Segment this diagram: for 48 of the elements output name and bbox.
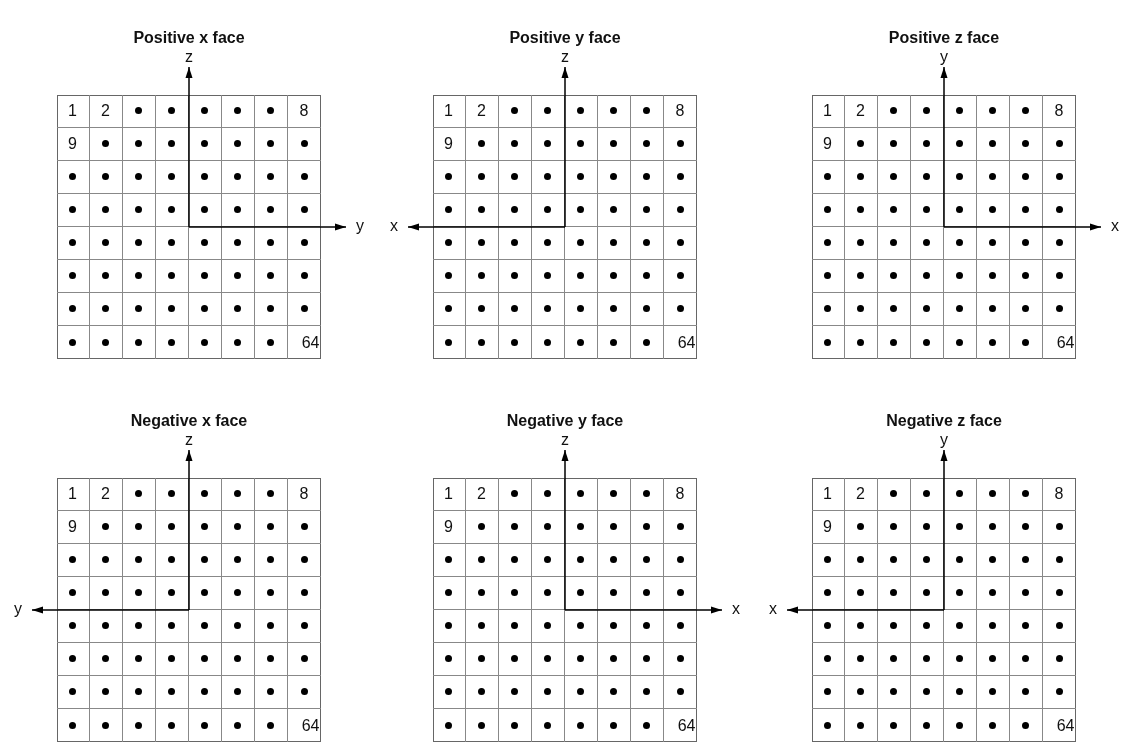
cell-number: 8: [299, 102, 309, 119]
panel-title: Negative x face: [130, 411, 248, 431]
cell-number: 2: [101, 102, 110, 119]
axis-label: x: [1111, 217, 1119, 234]
cell-number: 9: [823, 135, 832, 152]
axis-label: x: [390, 217, 398, 234]
cell-number: 1: [68, 102, 77, 119]
cell-number: 9: [823, 518, 832, 535]
cell-number: 8: [675, 485, 685, 502]
cell-number: 1: [68, 485, 77, 502]
axis-label: x: [732, 600, 740, 617]
cell-number: 2: [856, 102, 865, 119]
cell-number: 9: [444, 135, 453, 152]
cell-number: 64: [1056, 333, 1075, 351]
axis-label: y: [14, 600, 22, 617]
panel-title: Negative y face: [506, 411, 624, 431]
axis-label: z: [185, 431, 193, 448]
axis-label: x: [769, 600, 777, 617]
cell-number: 8: [675, 102, 685, 119]
axis-label: y: [356, 217, 364, 234]
cell-number: 2: [101, 485, 110, 502]
axis-label: y: [940, 48, 948, 65]
cell-number: 9: [68, 135, 77, 152]
cell-number: 2: [477, 102, 486, 119]
cell-number: 1: [444, 485, 453, 502]
cell-number: 9: [444, 518, 453, 535]
cell-number: 64: [1056, 716, 1075, 734]
panel-title: Positive x face: [133, 28, 245, 48]
cell-number: 2: [477, 485, 486, 502]
cell-number: 1: [823, 102, 832, 119]
cell-number: 1: [444, 102, 453, 119]
panel-title: Negative z face: [886, 411, 1002, 431]
axis-label: y: [940, 431, 948, 448]
axis-label: z: [561, 431, 569, 448]
cell-number: 9: [68, 518, 77, 535]
cell-number: 1: [823, 485, 832, 502]
cell-number: 8: [299, 485, 309, 502]
cell-number: 64: [677, 333, 696, 351]
cell-number: 64: [301, 716, 320, 734]
axis-label: z: [561, 48, 569, 65]
axis-label: z: [185, 48, 193, 65]
cell-number: 64: [677, 716, 696, 734]
cell-number: 2: [856, 485, 865, 502]
cell-number: 8: [1054, 485, 1064, 502]
cell-number: 64: [301, 333, 320, 351]
cell-number: 8: [1054, 102, 1064, 119]
panel-title: Positive z face: [888, 28, 1000, 48]
panel-title: Positive y face: [509, 28, 621, 48]
